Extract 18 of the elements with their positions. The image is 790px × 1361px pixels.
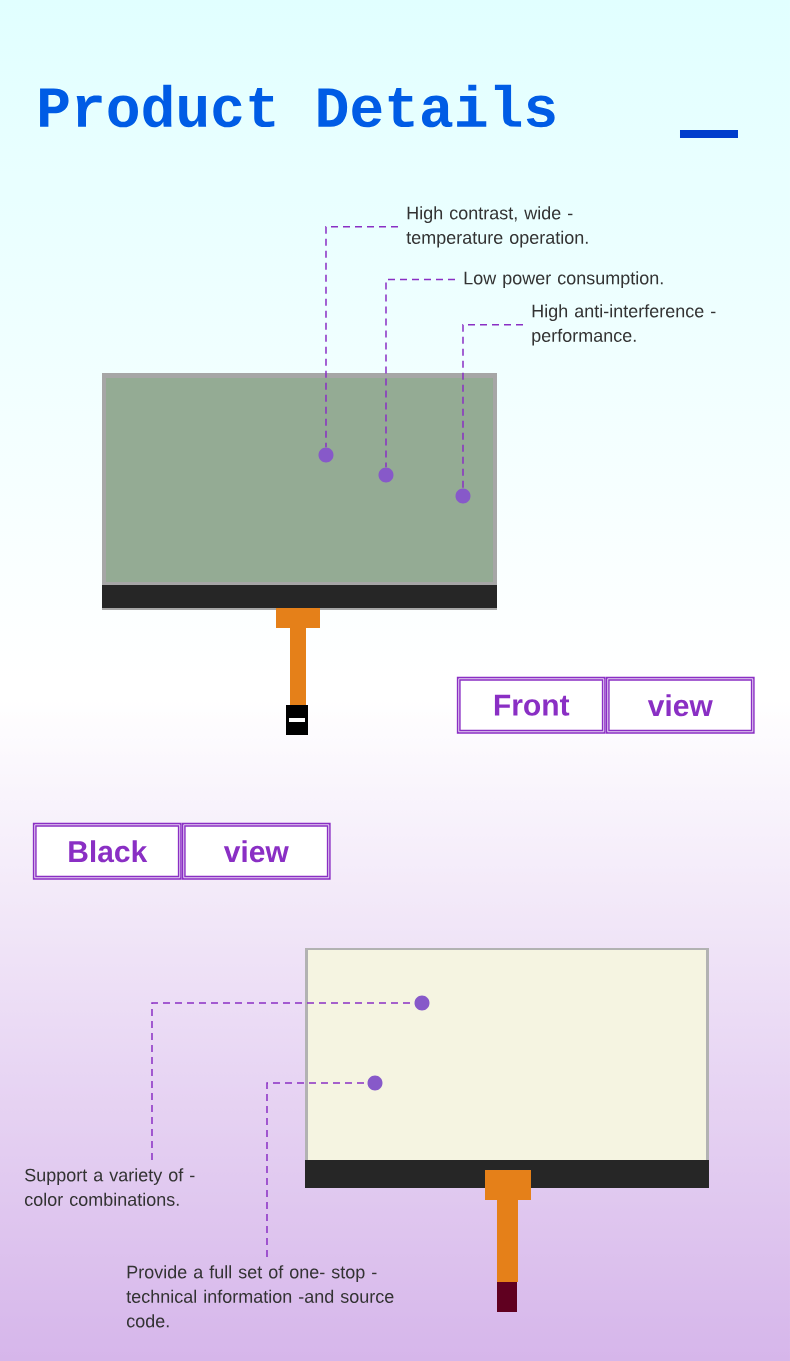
marker-dot xyxy=(378,467,394,483)
view-label-box: Black xyxy=(32,822,182,880)
view-label-box: Front xyxy=(456,676,606,734)
marker-dot xyxy=(318,447,334,463)
feature-text: Support a variety of -color combinations. xyxy=(24,1168,195,1206)
marker-dot xyxy=(455,488,471,504)
leader-line xyxy=(385,278,456,469)
leader-line xyxy=(325,226,399,449)
feature-text: High contrast, wide -temperature operation. xyxy=(406,206,588,248)
marker-dot xyxy=(414,995,430,1011)
feature-text: Provide a full set of one- stop -technical information -and source code. xyxy=(126,1265,394,1328)
feature-text: High anti-interference -performance. xyxy=(532,304,716,346)
marker-dot xyxy=(367,1075,383,1091)
view-label-box: view xyxy=(181,822,331,880)
feature-text: Low power consumption. xyxy=(464,271,663,288)
leader-line xyxy=(462,324,524,490)
page-title: Product Details xyxy=(40,84,555,128)
view-label-box: view xyxy=(605,676,755,734)
